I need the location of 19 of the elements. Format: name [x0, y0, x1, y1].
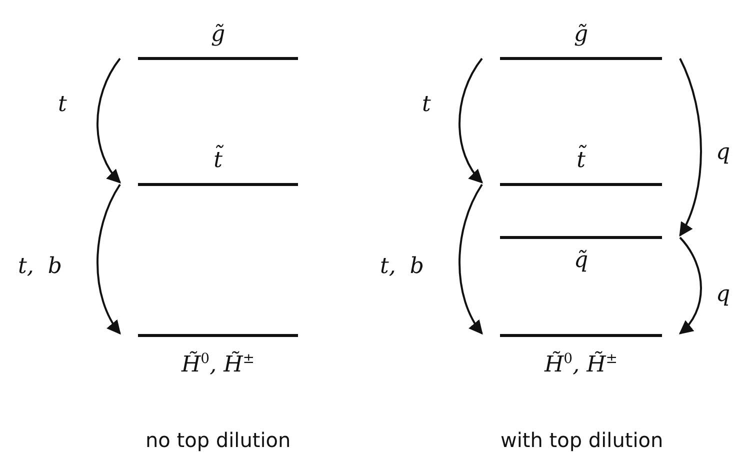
panel-caption: with top dilution: [500, 428, 664, 452]
level-label: H̃$^{0}$, H̃$^{±}$: [543, 350, 618, 378]
decay-arrow: [678, 236, 702, 334]
panel-caption: no top dilution: [146, 428, 291, 452]
level-label: g̃: [210, 22, 226, 48]
decay-arrow: [96, 184, 121, 335]
edge-label: t: [422, 92, 431, 118]
decay-arrow: [96, 58, 121, 184]
edge-label: t: [58, 92, 67, 118]
decay-arrow: [458, 58, 483, 184]
edge-label: t, b: [380, 254, 424, 280]
level-label: q̃: [572, 248, 590, 274]
decay-arrow: [458, 184, 483, 335]
level-label: H̃$^{0}$, H̃$^{±}$: [180, 350, 256, 378]
edge-label: t, b: [18, 254, 62, 280]
edge-label: q: [716, 140, 730, 166]
decay-arrow: [679, 58, 702, 237]
edge-label: q: [716, 282, 730, 308]
level-label: g̃: [572, 22, 590, 48]
